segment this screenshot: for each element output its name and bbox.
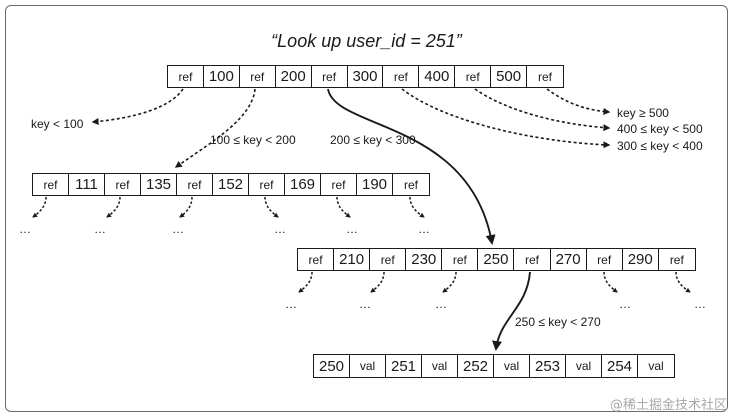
ref-cell: ref <box>442 249 479 270</box>
ref-cell: ref <box>587 249 623 270</box>
key-cell: 169 <box>285 174 321 195</box>
key-cell: 100 <box>204 66 240 87</box>
ellipsis: … <box>285 297 297 311</box>
ellipsis: … <box>346 222 358 236</box>
ref-cell: ref <box>249 174 285 195</box>
ref-cell: ref <box>538 69 553 84</box>
ref-cell: ref <box>240 66 276 87</box>
arrow-key-ge-500 <box>546 88 611 116</box>
key-cell: 111 <box>69 174 105 195</box>
ref-cell: ref <box>403 177 418 192</box>
ellipsis: … <box>274 222 286 236</box>
label-key-400-500: 400 ≤ key < 500 <box>617 122 703 136</box>
label-key-200-300: 200 ≤ key < 300 <box>330 133 416 147</box>
arrow-key-100-200 <box>174 88 256 168</box>
label-key-ge-500: key ≥ 500 <box>617 106 669 120</box>
diagram-frame <box>5 5 728 412</box>
key-cell: 251 <box>386 355 422 377</box>
val-cell: val <box>350 355 386 377</box>
ellipsis: … <box>418 222 430 236</box>
ref-cell: ref <box>370 249 407 270</box>
arrow-key-lt-100 <box>91 88 184 125</box>
val-cell: val <box>566 355 602 377</box>
ellipsis: … <box>694 297 706 311</box>
ref-cell: ref <box>383 66 420 87</box>
ref-cell: ref <box>514 249 551 270</box>
key-cell: 400 <box>419 66 456 87</box>
key-cell: 200 <box>276 66 312 87</box>
key-cell: 230 <box>406 249 443 270</box>
key-cell: 254 <box>602 355 638 377</box>
leftnode-ref-arrow-5 <box>336 196 351 218</box>
ellipsis: … <box>19 222 31 236</box>
leftnode-ref-arrow-1 <box>32 196 47 218</box>
ellipsis: … <box>172 222 184 236</box>
key-cell: 300 <box>348 66 384 87</box>
watermark: @稀土掘金技术社区 <box>609 398 727 413</box>
midnode-ref-arrow-5 <box>675 271 691 293</box>
key-cell: 253 <box>530 355 566 377</box>
val-cell: val <box>648 359 664 373</box>
label-key-100-200: 100 ≤ key < 200 <box>210 133 296 147</box>
diagram-title: “Look up user_id = 251” <box>271 31 462 51</box>
leftnode-ref-arrow-3 <box>179 196 193 218</box>
label-key-250-270: 250 ≤ key < 270 <box>515 315 601 329</box>
ellipsis: … <box>359 297 371 311</box>
key-cell: 210 <box>334 249 371 270</box>
ellipsis: … <box>435 297 447 311</box>
ellipsis: … <box>619 297 631 311</box>
ref-cell: ref <box>669 252 684 267</box>
val-cell: val <box>422 355 458 377</box>
key-cell: 250 <box>478 249 515 270</box>
ref-cell: ref <box>298 249 335 270</box>
label-key-300-400: 300 ≤ key < 400 <box>617 139 703 153</box>
key-cell: 252 <box>458 355 494 377</box>
key-cell: 270 <box>551 249 587 270</box>
midnode-ref-arrow-2 <box>370 271 385 293</box>
arrow-key-400-500 <box>474 88 611 132</box>
key-cell: 190 <box>357 174 393 195</box>
lookup-path-arrow-root-to-mid <box>327 88 496 245</box>
ellipsis: … <box>94 222 106 236</box>
ref-cell: ref <box>168 66 204 87</box>
label-key-lt-100: key < 100 <box>31 117 84 131</box>
midnode-ref-arrow-3 <box>442 271 457 293</box>
ref-cell: ref <box>33 174 69 195</box>
arrow-key-300-400 <box>401 88 611 149</box>
key-cell: 500 <box>491 66 528 87</box>
leftnode-ref-arrow-2 <box>106 196 121 218</box>
lookup-path-arrow-mid-to-leaf <box>492 271 531 351</box>
ref-cell: ref <box>321 174 357 195</box>
key-cell: 135 <box>141 174 177 195</box>
ref-cell: ref <box>177 174 213 195</box>
midnode-ref-arrow-1 <box>298 271 313 293</box>
ref-cell: ref <box>455 66 492 87</box>
midnode-ref-arrow-4 <box>603 271 618 293</box>
key-cell: 250 <box>314 355 350 377</box>
key-cell: 152 <box>213 174 249 195</box>
leftnode-ref-arrow-4 <box>264 196 279 218</box>
key-cell: 290 <box>623 249 659 270</box>
val-cell: val <box>494 355 530 377</box>
leftnode-ref-arrow-6 <box>409 196 425 218</box>
ref-cell: ref <box>312 66 348 87</box>
ref-cell: ref <box>105 174 141 195</box>
